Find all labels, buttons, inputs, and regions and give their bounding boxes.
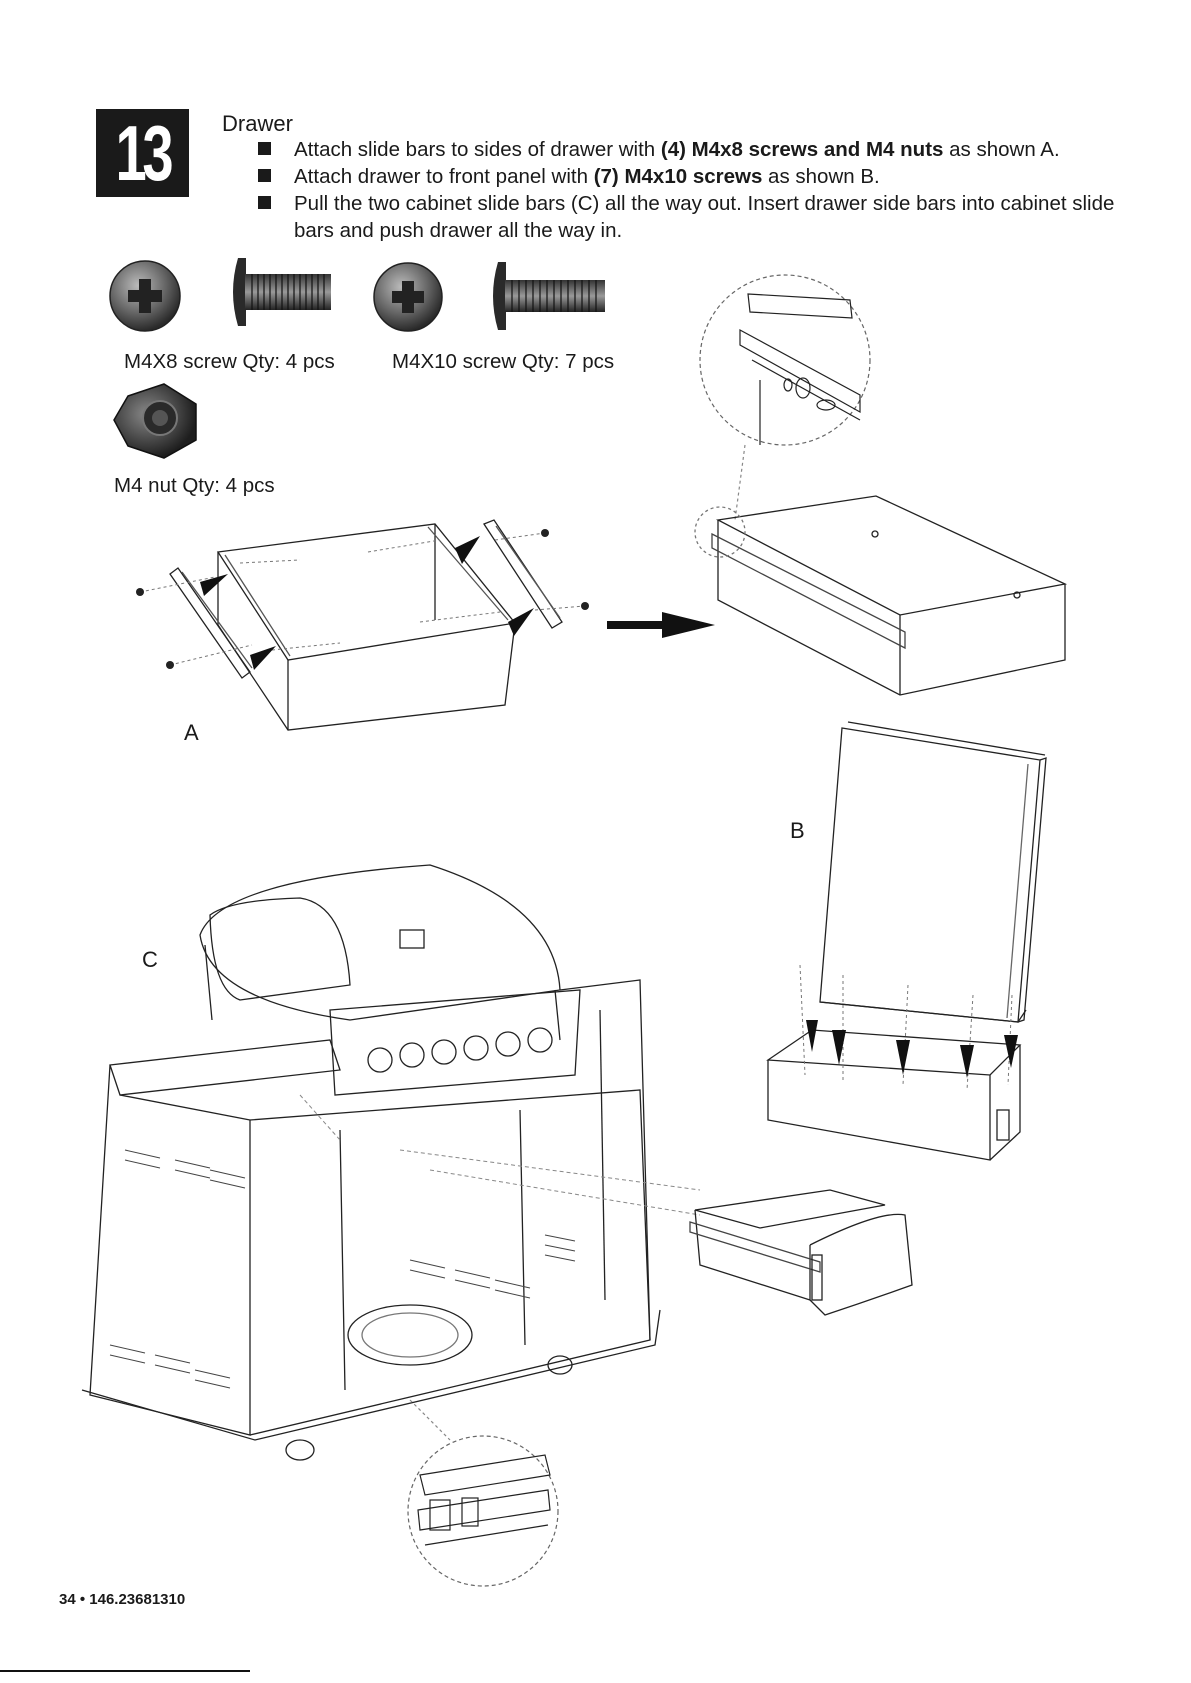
instruction-item: Attach slide bars to sides of drawer wit… xyxy=(258,136,1138,163)
bullet-icon xyxy=(258,169,271,182)
step-title: Drawer xyxy=(222,111,293,136)
m4x10-screw-icon xyxy=(373,262,443,332)
figure-label-b: B xyxy=(790,818,805,843)
figure-label-a: A xyxy=(184,720,199,745)
instruction-text: Attach slide bars to sides of drawer wit… xyxy=(294,138,661,161)
bullet-icon xyxy=(258,196,271,209)
instruction-text: (4) M4x8 screws and M4 nuts xyxy=(660,138,944,161)
detail-circle-slide-bar xyxy=(699,274,871,521)
m4x10-screw-side-icon xyxy=(493,262,605,330)
m4x8-screw-side-icon xyxy=(233,258,331,326)
step-number-badge: 13 xyxy=(96,109,189,197)
instruction-text: Attach drawer to front panel with xyxy=(294,165,594,188)
figure-label-c: C xyxy=(142,947,158,972)
figure-b-front-panel xyxy=(766,721,1047,1161)
hardware-label-m4-nut: M4 nut Qty: 4 pcs xyxy=(114,474,275,497)
instruction-text: as shown A. xyxy=(943,138,1060,161)
instruction-text: as shown B. xyxy=(762,165,880,188)
figure-c-grill xyxy=(81,864,701,1461)
hardware-label-m4x8: M4X8 screw Qty: 4 pcs xyxy=(124,350,335,373)
m4-nut-icon xyxy=(113,383,197,459)
figure-a-drawer xyxy=(136,519,589,731)
assembled-drawer xyxy=(694,495,1068,696)
instruction-item: Attach drawer to front panel with (7) M4… xyxy=(258,163,1138,190)
drawer-insertion xyxy=(689,1189,913,1316)
detail-circle-cabinet-slide xyxy=(407,1399,559,1587)
arrow-right-icon xyxy=(607,612,715,638)
bottom-rule xyxy=(0,1670,250,1672)
instruction-text: Pull the two cabinet slide bars (C) all … xyxy=(294,192,1115,242)
instruction-text: (7) M4x10 screws xyxy=(593,165,763,188)
hardware-label-m4x10: M4X10 screw Qty: 7 pcs xyxy=(392,350,615,373)
bullet-icon xyxy=(258,142,271,155)
instruction-item: Pull the two cabinet slide bars (C) all … xyxy=(258,190,1138,244)
instruction-list: Attach slide bars to sides of drawer wit… xyxy=(258,136,1138,244)
page-footer: 34 • 146.23681310 xyxy=(59,1591,186,1608)
m4x8-screw-icon xyxy=(109,260,181,332)
